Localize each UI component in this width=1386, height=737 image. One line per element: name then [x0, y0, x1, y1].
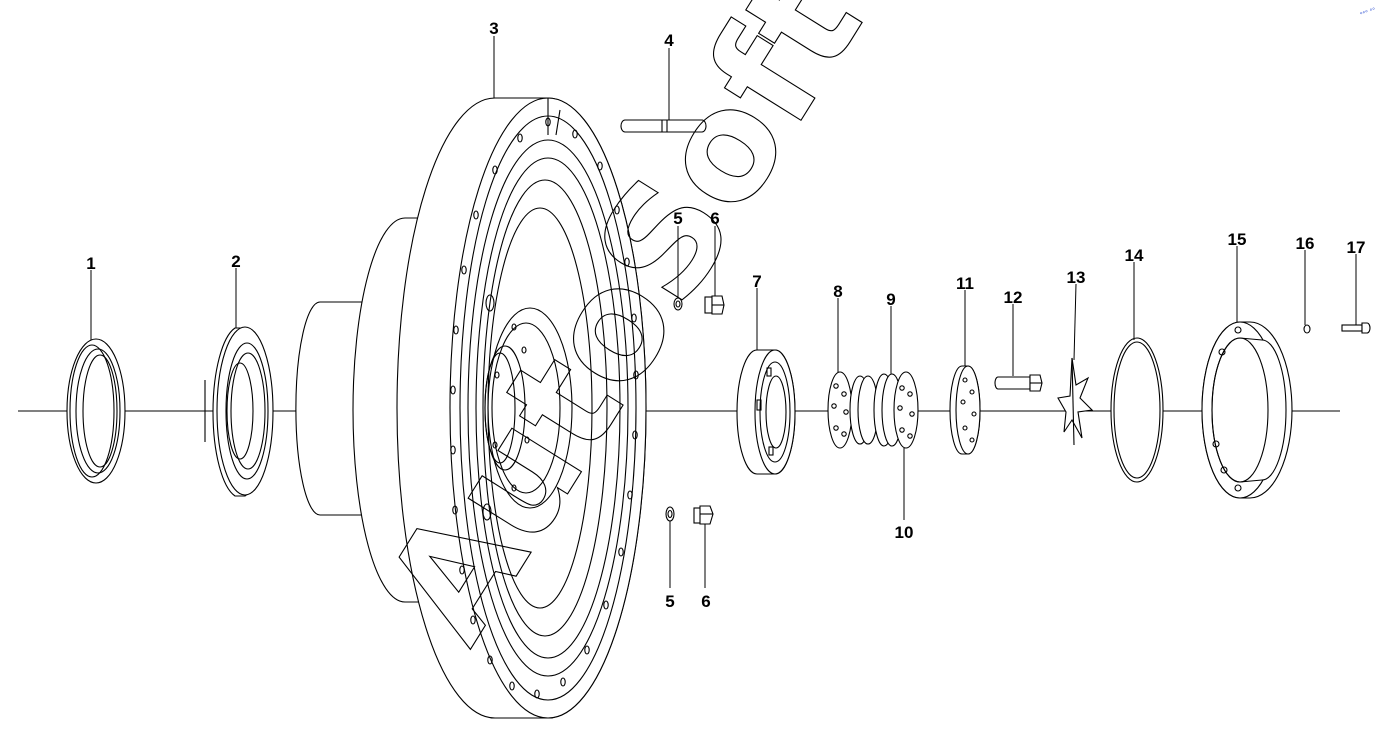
part-3-wheel-hub[interactable]: [295, 97, 647, 719]
corner-mark: °°° °°: [1359, 6, 1377, 19]
part-11-retainer-disc[interactable]: [949, 365, 981, 455]
part-6-bolt-top[interactable]: [704, 295, 725, 315]
label-part-11: 11: [956, 274, 974, 293]
part-8-shim-plate[interactable]: [827, 371, 853, 449]
part-1-seal-ring[interactable]: [66, 338, 126, 484]
part-13-lock-plate[interactable]: [1057, 357, 1094, 446]
label-part-6-bottom: 6: [701, 592, 710, 611]
label-part-12: 12: [1004, 288, 1023, 307]
part-17-screw[interactable]: [1341, 322, 1371, 334]
part-2-bearing[interactable]: [204, 326, 274, 497]
label-part-14: 14: [1125, 246, 1144, 265]
leader-lines: [90, 36, 1357, 588]
label-part-5-top: 5: [673, 209, 682, 228]
part-10-shim[interactable]: [893, 371, 919, 449]
part-14-o-ring[interactable]: [1110, 337, 1164, 483]
label-part-3: 3: [489, 19, 498, 38]
label-part-8: 8: [833, 282, 842, 301]
part-5-washer-bottom[interactable]: [665, 506, 675, 522]
label-part-5-bottom: 5: [665, 592, 674, 611]
part-12-bolt[interactable]: [994, 374, 1043, 392]
label-part-13: 13: [1067, 268, 1086, 287]
label-part-1: 1: [86, 254, 95, 273]
part-number-labels: 1 2 3 4 5 6 7 8 9 10 11 12 13 14 15 16 1…: [86, 19, 1365, 611]
label-part-2: 2: [231, 252, 240, 271]
label-part-15: 15: [1228, 230, 1247, 249]
part-16-washer[interactable]: [1303, 324, 1311, 334]
label-part-10: 10: [895, 523, 914, 542]
label-part-6-top: 6: [710, 209, 719, 228]
part-15-hub-cover[interactable]: [1201, 321, 1293, 499]
part-6-bolt-bottom[interactable]: [693, 505, 714, 525]
label-part-9: 9: [886, 290, 895, 309]
label-part-16: 16: [1296, 234, 1315, 253]
label-part-7: 7: [752, 272, 761, 291]
label-part-4: 4: [664, 31, 674, 50]
label-part-17: 17: [1347, 238, 1366, 257]
part-4-pin[interactable]: [620, 119, 707, 133]
part-7-roller-bearing[interactable]: [736, 349, 796, 475]
